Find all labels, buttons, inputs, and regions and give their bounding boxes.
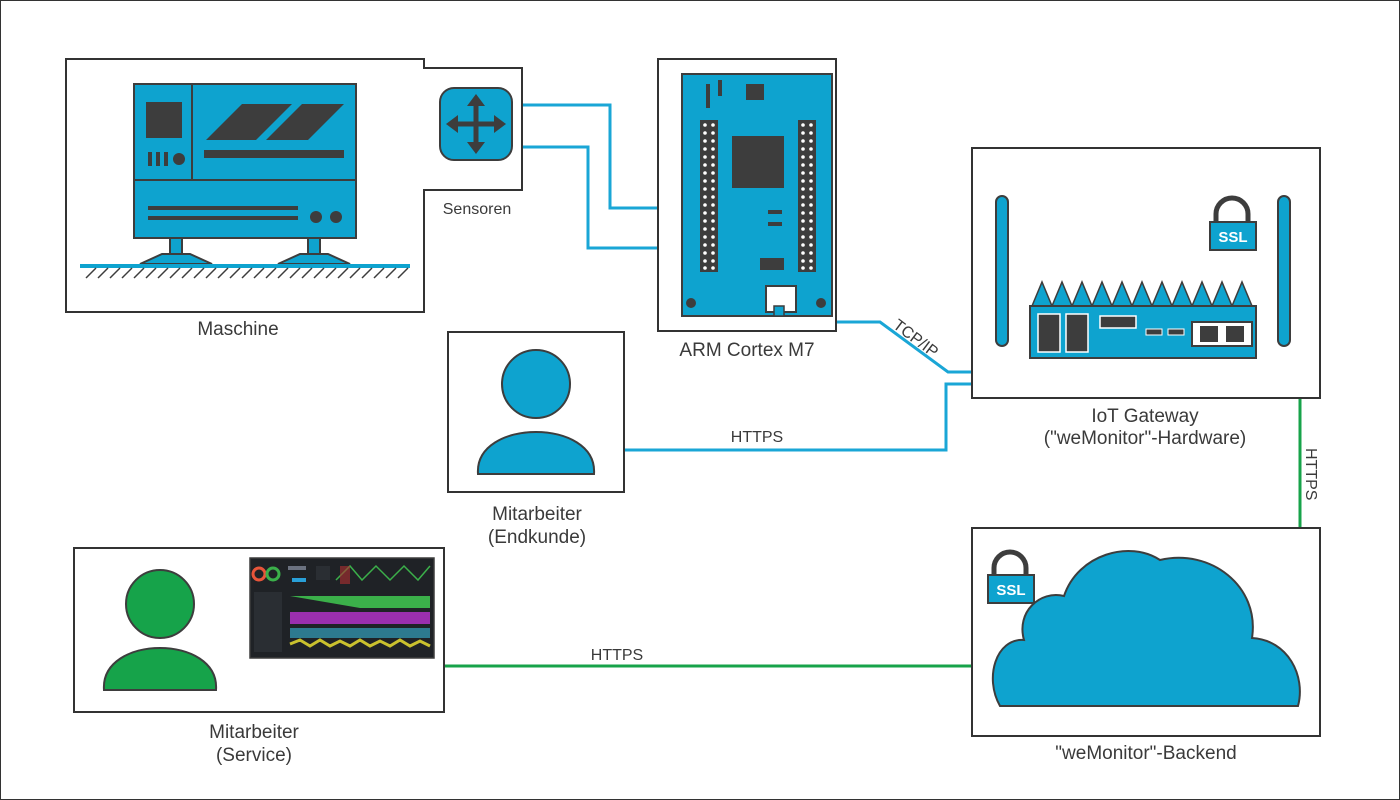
- sensor-board-link-1: [510, 103, 686, 210]
- pin-header-left: [703, 123, 715, 270]
- gateway-label-line2: ("weMonitor"-Hardware): [1044, 428, 1246, 449]
- https-customer-label: HTTPS: [731, 429, 783, 446]
- service-employee-node: Mitarbeiter (Service): [73, 547, 445, 766]
- tcpip-label: TCP/IP: [890, 317, 941, 362]
- padlock-icon: SSL: [987, 549, 1035, 604]
- machine-node: Sensoren Maschine: [65, 58, 523, 340]
- dashboard-screenshot-icon: [249, 557, 435, 659]
- service-employee-label-line1: Mitarbeiter: [209, 722, 299, 743]
- machine-label: Maschine: [197, 319, 278, 340]
- https-gateway-backend-label: HTTPS: [1302, 448, 1319, 500]
- arm-label: ARM Cortex M7: [679, 340, 814, 361]
- gateway-label-line1: IoT Gateway: [1091, 406, 1199, 427]
- floor-hatch: [85, 267, 409, 279]
- pin-header-right: [801, 123, 813, 270]
- gateway-node: SSL IoT Gateway ("weMonitor"-Hardware): [971, 147, 1321, 449]
- cloud-icon: [991, 550, 1301, 707]
- customer-employee-label-line1: Mitarbeiter: [492, 504, 582, 525]
- sensors-label: Sensoren: [443, 201, 512, 218]
- person-icon: [102, 569, 218, 691]
- gateway-ssl-badge: SSL: [1218, 229, 1247, 246]
- backend-ssl-badge: SSL: [996, 582, 1025, 599]
- backend-node: SSL "weMonitor"-Backend: [971, 527, 1321, 764]
- customer-employee-node: Mitarbeiter (Endkunde): [447, 331, 625, 548]
- backend-label: "weMonitor"-Backend: [1055, 743, 1236, 764]
- service-employee-label-line2: (Service): [216, 745, 292, 766]
- sensor-board-link-2: [510, 145, 686, 250]
- https-service-label: HTTPS: [591, 647, 643, 664]
- padlock-icon: SSL: [1209, 195, 1257, 251]
- gateway-box: [971, 147, 1321, 399]
- customer-employee-label-line2: (Endkunde): [488, 527, 586, 548]
- person-icon: [476, 349, 596, 475]
- microcontroller-board-icon: [681, 73, 833, 317]
- arm-board-node: ARM Cortex M7: [657, 58, 837, 361]
- router-icon: [995, 195, 1291, 359]
- move-arrows-icon: [439, 87, 513, 161]
